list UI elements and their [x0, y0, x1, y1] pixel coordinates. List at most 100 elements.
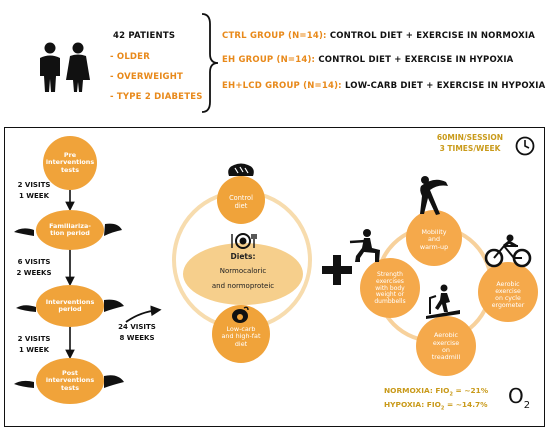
session-info: 60MIN/SESSION 3 TIMES/WEEK — [425, 132, 515, 155]
risk-factor-older: - OLDER — [110, 52, 150, 62]
oxygen-letter: O — [508, 384, 524, 408]
lowcarb-line3: diet — [234, 339, 248, 348]
hypoxia-line: HYPOXIA: FIO2 = ~14.7% — [384, 399, 488, 413]
mobility-label: Mobility and warm-up — [406, 218, 462, 262]
plate-icon — [231, 233, 257, 249]
cycle-line3: on cycle — [495, 295, 521, 302]
post-tests-line3: tests — [60, 383, 80, 392]
mobility-circle — [406, 210, 462, 266]
familiarization-line1: Familiariza- — [49, 221, 91, 230]
pre-tests-line1: Pre — [63, 150, 77, 159]
group-brace — [201, 13, 219, 113]
normoxia-label: NORMOXIA: FIO — [384, 386, 450, 395]
post-tests-line2: interventions — [45, 376, 95, 385]
avocado-icon — [232, 306, 249, 323]
cycle-label: Aerobic exercise on cycle ergometer — [478, 272, 538, 318]
group-ctrl-desc: CONTROL DIET + EXERCISE IN NORMOXIA — [329, 31, 535, 41]
patients-count: 42 PATIENTS — [113, 31, 176, 41]
plus-icon — [322, 255, 352, 285]
timeline-step-pre-tests — [43, 136, 97, 190]
clock-icon — [515, 136, 535, 156]
treadmill-line1: Aerobic — [434, 331, 458, 340]
session-duration: 60MIN/SESSION — [436, 133, 504, 142]
risk-factor-diabetes: - TYPE 2 DIABETES — [110, 92, 203, 102]
group-eh: EH GROUP (N=14): CONTROL DIET + EXERCISE… — [222, 55, 513, 65]
study-design-panel — [4, 127, 545, 427]
group-eh-desc: CONTROL DIET + EXERCISE IN HYPOXIA — [318, 55, 514, 65]
mobility-line1: Mobility — [421, 227, 447, 236]
control-diet-line2: diet — [234, 202, 248, 210]
patients-icon — [40, 42, 90, 92]
normoxia-value: = ~21% — [455, 386, 489, 395]
treadmill-line3: on — [442, 346, 450, 354]
interval-interventions-post: 2 VISITS 1 WEEK — [14, 334, 54, 355]
timeline-step-interventions — [36, 285, 104, 327]
timeline-step-post-tests-label: Post interventions tests — [36, 358, 104, 404]
cycle-line4: ergometer — [491, 302, 525, 310]
squat-figure-icon — [349, 229, 380, 262]
interval-1-visits: 2 VISITS — [17, 181, 51, 189]
group-ehlcd-name: EH+LCD GROUP (N=14): — [222, 81, 342, 91]
timeline-step-familiarization-label: Familiariza- tion period — [36, 210, 104, 250]
strength-line3: with body — [375, 284, 405, 292]
interval-2-duration: 2 WEEKS — [16, 268, 52, 277]
interventions-line2: period — [58, 305, 82, 313]
treadmill-circle — [416, 316, 476, 376]
lowcarb-line1: Low-carb — [226, 324, 256, 333]
cycle-line1: Aerobic — [496, 280, 520, 288]
strength-line1: Strength — [377, 270, 403, 278]
strength-circle — [360, 258, 420, 318]
treadmill-label: Aerobic exercise on treadmill — [416, 324, 476, 370]
strength-line5: dumbbells — [374, 298, 406, 306]
lowcarb-diet-label: Low-carb and high-fat diet — [212, 316, 270, 358]
mobility-line2: and — [427, 235, 441, 244]
group-ehlcd: EH+LCD GROUP (N=14): LOW-CARB DIET + EXE… — [222, 81, 545, 91]
lowcarb-line2: and high-fat — [221, 332, 261, 341]
bread-icon — [228, 163, 254, 176]
cycle-circle — [478, 262, 538, 322]
interventions-total-visits: 24 VISITS — [118, 323, 156, 331]
interval-1-duration: 1 WEEK — [18, 191, 50, 200]
pre-tests-line2: interventions — [45, 158, 95, 167]
group-ctrl-name: CTRL GROUP (N=14): — [222, 31, 327, 41]
treadmill-line2: exercise — [432, 338, 460, 347]
strength-line2: exercises — [376, 277, 404, 285]
bicycle-icon — [484, 234, 532, 268]
hypoxia-sub: 2 — [440, 405, 445, 412]
mobility-line3: warm-up — [419, 242, 449, 251]
session-frequency: 3 TIMES/WEEK — [439, 144, 501, 154]
oxygen-subscript: 2 — [523, 400, 531, 411]
diet-center-line1: Normocaloric — [219, 267, 267, 275]
timeline-step-familiarization — [36, 210, 104, 250]
timeline-step-interventions-label: Interventions period — [36, 285, 104, 327]
post-tests-line1: Post — [62, 368, 78, 377]
hypoxia-value: = ~14.7% — [446, 400, 488, 409]
pre-tests-line3: tests — [60, 165, 80, 174]
timeline-step-post-tests — [36, 358, 104, 404]
group-ctrl: CTRL GROUP (N=14): CONTROL DIET + EXERCI… — [222, 31, 535, 41]
group-eh-name: EH GROUP (N=14): — [222, 55, 316, 65]
diet-center-ellipse — [183, 243, 303, 305]
cycle-line2: exercise — [495, 287, 521, 295]
group-ehlcd-desc: LOW-CARB DIET + EXERCISE IN HYPOXIA — [344, 81, 546, 91]
strength-label: Strength exercises with body weight or d… — [360, 262, 420, 316]
familiarization-line2: tion period — [50, 229, 90, 237]
diet-center-line2: and normoproteic — [211, 282, 275, 290]
normoxia-sub: 2 — [449, 391, 453, 398]
hypoxia-label: HYPOXIA: FIO — [384, 400, 441, 409]
interval-pre-familiarization: 2 VISITS 1 WEEK — [14, 180, 54, 201]
stretching-figure-icon — [420, 176, 448, 215]
oxygen-symbol: O2 — [508, 384, 530, 411]
interventions-total-duration: 8 WEEKS — [119, 333, 155, 342]
treadmill-line4: treadmill — [431, 353, 461, 362]
diet-center-title: Diets: — [230, 252, 256, 261]
interventions-total: 24 VISITS 8 WEEKS — [112, 322, 162, 343]
interval-2-visits: 6 VISITS — [17, 258, 51, 266]
normoxia-line: NORMOXIA: FIO2 = ~21% — [384, 385, 488, 399]
risk-factor-overweight: - OVERWEIGHT — [110, 72, 184, 82]
interventions-line1: Interventions — [45, 297, 95, 306]
interval-familiarization-interventions: 6 VISITS 2 WEEKS — [14, 257, 54, 278]
control-diet-label: Control diet — [217, 182, 265, 224]
control-diet-circle — [217, 176, 265, 224]
